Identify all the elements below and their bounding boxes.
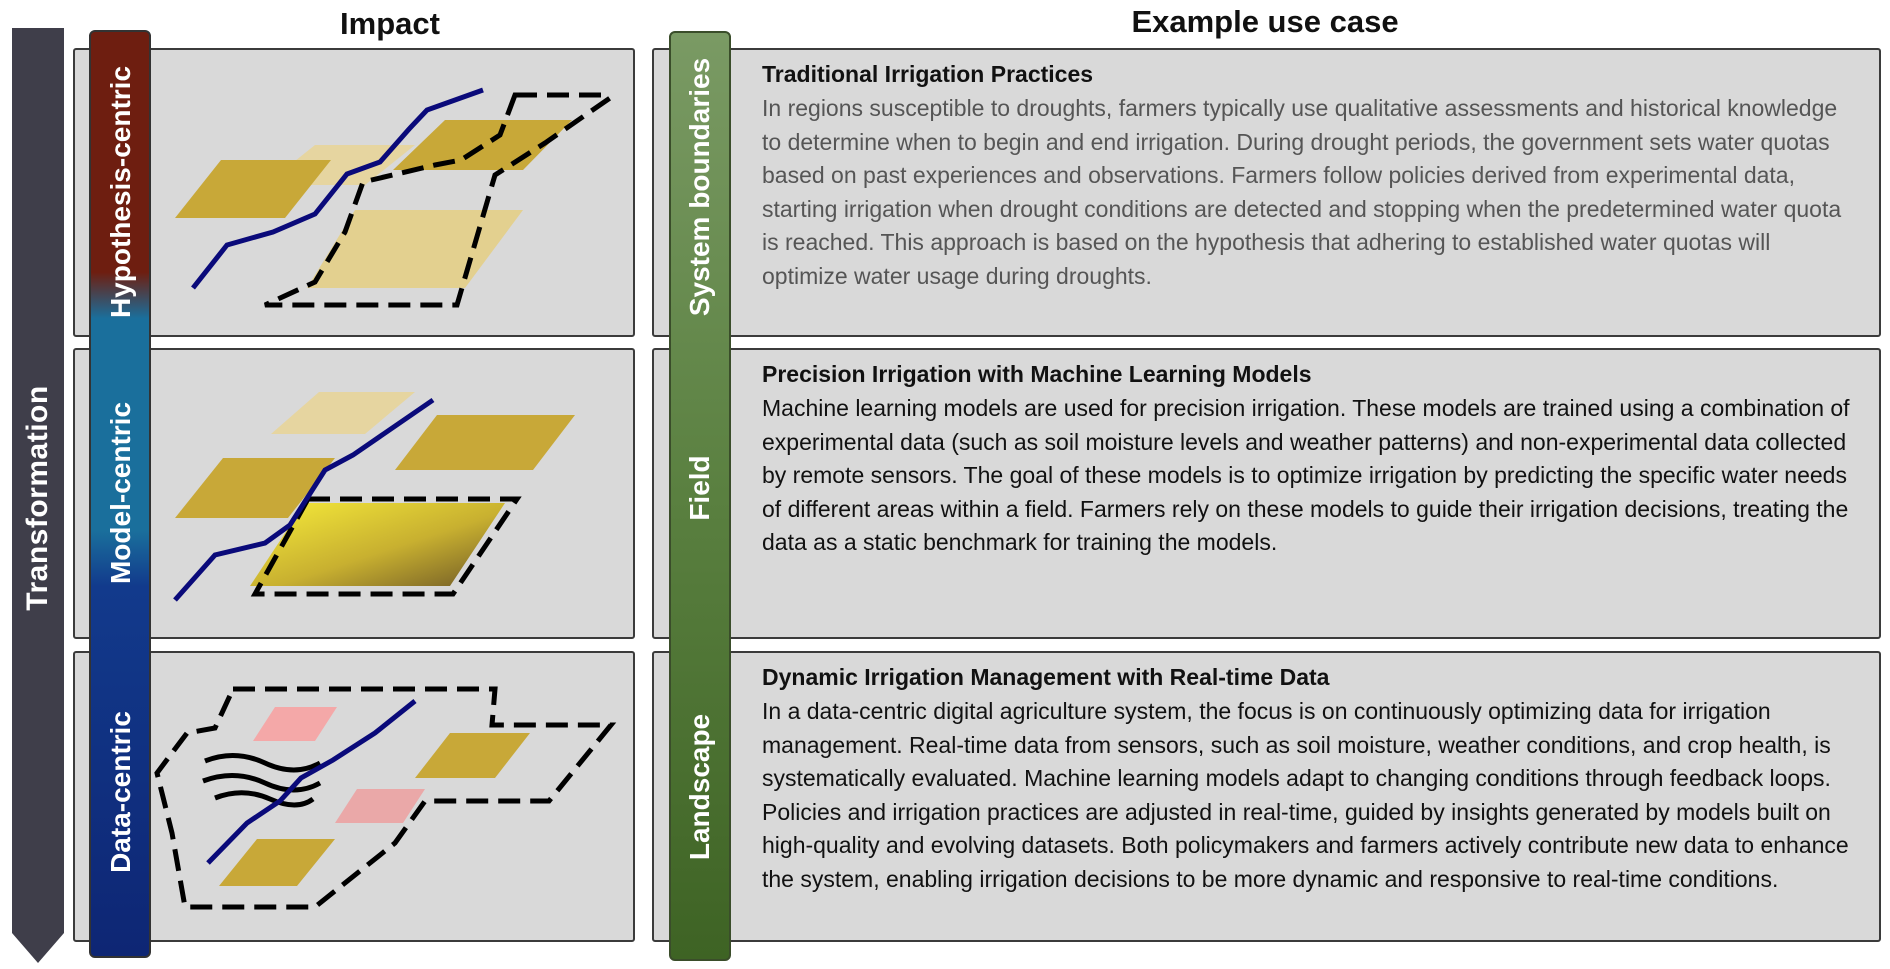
field-plot bbox=[175, 160, 331, 218]
field-plot bbox=[395, 415, 575, 470]
context-scale-bar bbox=[669, 31, 731, 961]
irrigation-path bbox=[191, 87, 484, 290]
use-case-panel-precision: Precision Irrigation with Machine Learni… bbox=[652, 348, 1881, 639]
hypothesis-field-illustration bbox=[175, 87, 616, 308]
use-case-title: Dynamic Irrigation Management with Real-… bbox=[762, 664, 1330, 690]
transformation-label: Transformation bbox=[21, 385, 54, 611]
field-plot bbox=[271, 392, 415, 434]
impact-header: Impact bbox=[340, 6, 440, 41]
use-case-panel-dynamic: Dynamic Irrigation Management with Real-… bbox=[652, 651, 1881, 942]
field-plot bbox=[175, 458, 335, 518]
use-case-body: Machine learning models are used for pre… bbox=[762, 395, 1850, 556]
use-case-title: Traditional Irrigation Practices bbox=[762, 61, 1094, 87]
impact-panel-hypothesis bbox=[73, 48, 635, 337]
field-boundary-outline bbox=[250, 496, 522, 597]
impact-label-data: Data-centric bbox=[105, 711, 136, 873]
wind-icon bbox=[204, 753, 322, 773]
field-plot bbox=[307, 210, 523, 288]
irrigation-path bbox=[173, 397, 435, 602]
context-label-field: Field bbox=[684, 455, 715, 521]
field-plot bbox=[393, 120, 572, 170]
transformation-arrow bbox=[12, 28, 64, 963]
context-label-landscape: Landscape bbox=[684, 713, 715, 861]
use-case-header: Example use case bbox=[1131, 4, 1399, 39]
field-plot bbox=[253, 707, 337, 741]
field-plot bbox=[415, 733, 530, 778]
context-label-system-boundaries: System boundaries bbox=[684, 57, 715, 317]
use-case-title: Precision Irrigation with Machine Learni… bbox=[762, 361, 1312, 387]
landscape-boundary-outline bbox=[154, 686, 617, 910]
field-plot bbox=[219, 839, 335, 886]
field-plot bbox=[335, 789, 425, 823]
impact-label-model: Model-centric bbox=[105, 401, 136, 585]
use-case-panel-traditional: Traditional Irrigation Practices In regi… bbox=[652, 48, 1881, 337]
impact-label-hypothesis: Hypothesis-centric bbox=[105, 65, 136, 319]
use-case-body: In a data-centric digital agriculture sy… bbox=[762, 698, 1849, 892]
impact-panel-data bbox=[73, 651, 635, 942]
system-boundary-outline bbox=[263, 92, 616, 308]
use-case-body: In regions susceptible to droughts, farm… bbox=[762, 95, 1842, 289]
impact-panel-model bbox=[73, 348, 635, 639]
irrigation-path bbox=[206, 699, 417, 865]
precision-zone bbox=[250, 503, 505, 586]
impact-level-bar bbox=[89, 30, 151, 958]
model-field-illustration bbox=[173, 392, 575, 602]
data-field-illustration bbox=[154, 686, 617, 910]
